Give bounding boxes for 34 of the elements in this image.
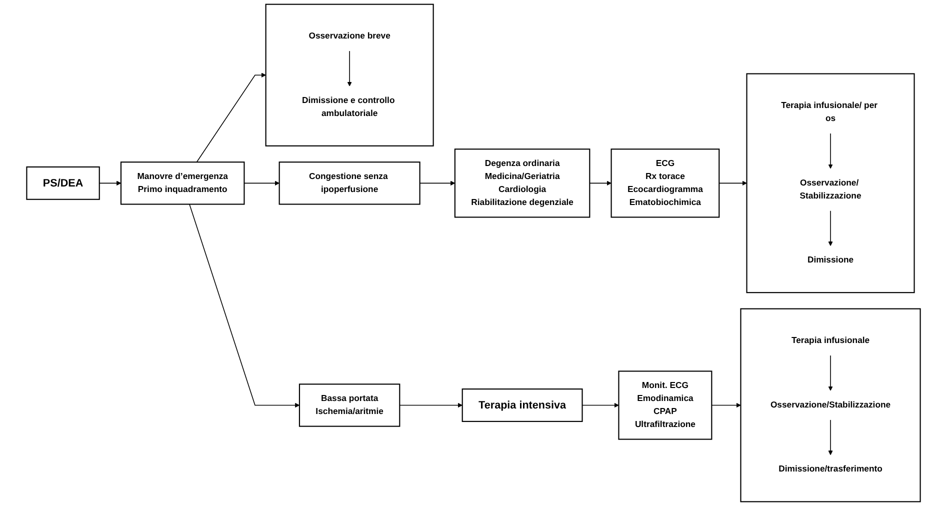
node-text: Osservazione/ Stabilizzazione bbox=[800, 178, 862, 200]
arrow bbox=[828, 133, 833, 169]
node-text: Terapia infusionale/ per os bbox=[781, 101, 878, 124]
arrow bbox=[98, 180, 122, 186]
node-box: Degenza ordinaria Medicina/Geriatria Cardiologia Riabilitazione degenziale bbox=[454, 148, 590, 218]
arrow bbox=[718, 180, 747, 186]
node-box: Bassa portata Ischemia/aritmie bbox=[298, 384, 400, 427]
node-text: Dimissione/trasferimento bbox=[778, 464, 882, 474]
arrow bbox=[419, 180, 456, 186]
arrow bbox=[828, 355, 833, 391]
node-box: ECG Rx torace Ecocardiogramma Ematobiochimica bbox=[610, 148, 720, 218]
node-box: PS/DEA bbox=[26, 166, 100, 200]
arrow bbox=[828, 210, 833, 246]
arrow bbox=[589, 180, 612, 186]
node-text: Dimissione e controllo ambulatoriale bbox=[302, 96, 395, 118]
cluster bbox=[740, 308, 921, 502]
node-box: Manovre d’emergenza Primo inquadramento bbox=[120, 162, 245, 205]
node-text: Terapia infusionale bbox=[791, 336, 870, 346]
node-box: Terapia intensiva bbox=[462, 388, 583, 422]
node-box: Monit. ECG Emodinamica CPAP Ultrafiltrazione bbox=[618, 370, 712, 440]
node-text: Osservazione/Stabilizzazione bbox=[770, 400, 891, 410]
node-box: Congestione senza ipoperfusione bbox=[278, 162, 420, 205]
arrow bbox=[196, 72, 266, 162]
arrow bbox=[399, 402, 463, 408]
cluster bbox=[265, 4, 434, 146]
node-text: Dimissione bbox=[807, 256, 854, 265]
arrow bbox=[244, 180, 280, 186]
arrow bbox=[828, 419, 833, 456]
cluster bbox=[746, 73, 915, 294]
arrow bbox=[582, 402, 619, 408]
node-text: Osservazione breve bbox=[308, 32, 390, 41]
arrow bbox=[711, 402, 741, 408]
arrow bbox=[189, 204, 300, 408]
arrow bbox=[347, 50, 352, 86]
